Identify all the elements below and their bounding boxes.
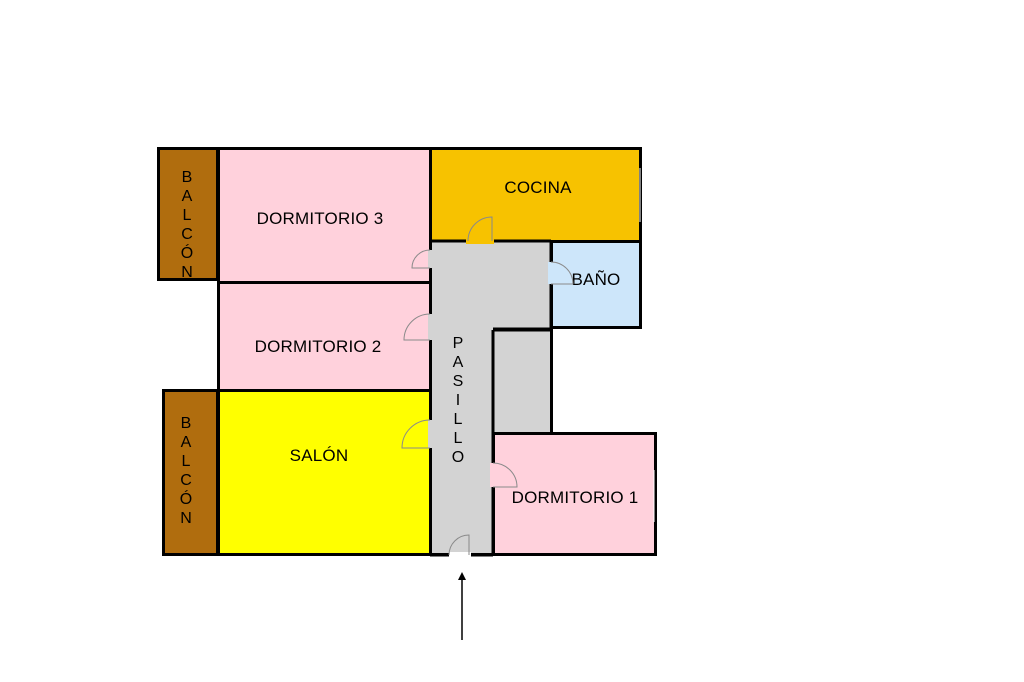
room-salon-label: SALÓN [289, 446, 349, 465]
room-salon [217, 389, 432, 556]
vertical-letter: O [451, 449, 465, 466]
vertical-letter: Ó [179, 491, 193, 508]
room-dormitorio-2-label: DORMITORIO 2 [254, 337, 382, 356]
balcon-bottom [162, 389, 219, 556]
vertical-letter: C [181, 226, 193, 243]
vertical-letter: A [181, 188, 193, 205]
vertical-letter: N [180, 510, 192, 527]
vertical-letter: A [180, 434, 192, 451]
vertical-letter: L [181, 453, 191, 470]
vertical-letter: P [452, 335, 464, 352]
vertical-letter: L [182, 207, 192, 224]
pasillo-inner-fill [432, 243, 494, 553]
vertical-letter: B [181, 169, 193, 186]
balcon-top [157, 147, 219, 281]
room-cocina-label: COCINA [504, 178, 572, 197]
vertical-letter: L [453, 411, 463, 428]
room-bano [550, 240, 642, 329]
vertical-letter: S [452, 373, 464, 390]
vertical-letter: N [181, 264, 193, 281]
vertical-letter: Ó [180, 245, 194, 262]
vertical-letter: A [452, 354, 464, 371]
vertical-letter: B [180, 415, 192, 432]
room-bano-label: BAÑO [571, 270, 621, 289]
vertical-letter: L [453, 430, 463, 447]
room-dormitorio-1 [492, 432, 657, 556]
room-dormitorio-1-label: DORMITORIO 1 [511, 488, 639, 507]
vertical-letter: I [455, 392, 461, 409]
vertical-letter: C [180, 472, 192, 489]
room-dormitorio-3-label: DORMITORIO 3 [256, 209, 384, 228]
arrow-up-icon [458, 572, 466, 640]
